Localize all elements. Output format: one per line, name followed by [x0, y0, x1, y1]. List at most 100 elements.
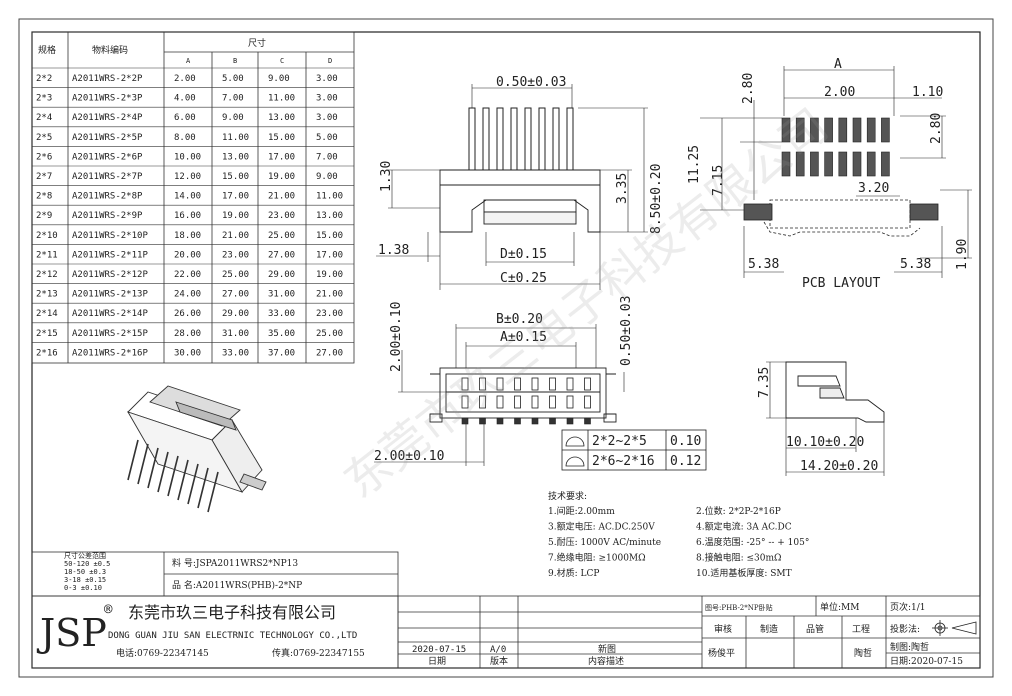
spec-cell: 2*16: [36, 348, 58, 358]
pcb-pad-row2: [852, 151, 862, 177]
spec-cell: 8.00: [174, 133, 196, 143]
spec-cell: 20.00: [174, 250, 201, 260]
pcb-dim-2-80b: 2.80: [929, 113, 944, 144]
pcb-pad-row2: [824, 151, 833, 177]
pcb-dim-1-90: 1.90: [955, 239, 970, 270]
pcb-pad-row2: [866, 151, 876, 177]
dim-c: C±0.25: [500, 271, 547, 286]
spec-cell: 2*3: [36, 94, 52, 104]
dim-3-35: 3.35: [615, 173, 630, 204]
pcb-layout-title: PCB LAYOUT: [802, 276, 880, 291]
top-view-pin: [566, 377, 574, 391]
side-dim-10-10: 10.10±0.20: [786, 435, 864, 450]
spec-cell: 33.00: [268, 309, 295, 319]
pcb-pad-row2: [881, 151, 890, 177]
tolerance-row-3: 3-18 ±0.15: [64, 576, 106, 584]
spec-cell: 14.00: [174, 192, 201, 202]
top-view-pin-foot: [461, 417, 469, 425]
top-view-pin-foot: [531, 417, 539, 425]
pcb-dim-1-10: 1.10: [912, 85, 943, 100]
spec-cell: A2011WRS-2*4P: [72, 113, 143, 123]
dim-8-50: 8.50±0.20: [649, 164, 664, 234]
spec-cell: 9.00: [222, 113, 244, 123]
spec-cell: A2011WRS-2*5P: [72, 133, 143, 143]
spec-cell: 35.00: [268, 329, 295, 339]
top-view-pin-foot: [549, 417, 556, 425]
top-view-pin-foot: [479, 417, 486, 425]
top-view-pin: [479, 377, 486, 391]
spec-cell: 2*13: [36, 290, 58, 300]
tech-item: 5.耐压: 1000V AC/minute: [548, 536, 661, 548]
spec-cell: A2011WRS-2*11P: [72, 250, 148, 260]
top-view-pin-foot: [514, 417, 521, 425]
revision-version-header: 版本: [490, 655, 508, 667]
tech-title: 技术要求:: [548, 490, 587, 502]
pcb-mount-pad-right: [909, 203, 939, 221]
front-view: [376, 84, 648, 290]
tech-item: 2.位数: 2*2P-2*16P: [696, 505, 781, 517]
tech-item: 3.额定电压: AC.DC.250V: [548, 521, 655, 533]
spec-cell: 30.00: [174, 348, 201, 358]
spec-cell: 11.00: [316, 192, 343, 202]
spec-cell: 7.00: [222, 94, 244, 104]
part-header: 物料编码: [92, 44, 128, 56]
projection-label: 投影法:: [890, 623, 920, 635]
top-view-pin: [549, 395, 556, 409]
spec-cell: 2.00: [174, 74, 196, 84]
top-view-pin: [531, 395, 539, 409]
pcb-pad-row2: [810, 151, 819, 177]
top-view-pin: [479, 395, 486, 409]
spec-cell: A2011WRS-2*15P: [72, 329, 148, 339]
spec-cell: A2011WRS-2*8P: [72, 192, 143, 202]
spec-cell: 37.00: [268, 348, 295, 358]
col-b-header: B: [233, 57, 237, 65]
spec-cell: 16.00: [174, 211, 201, 221]
top-view-pin: [461, 395, 469, 409]
tech-item: 8.接触电阻: ≤30mΩ: [696, 552, 781, 564]
top-view-pin-foot: [496, 417, 504, 425]
spec-cell: 22.00: [174, 270, 201, 280]
pcb-dim-a: A: [834, 57, 842, 72]
spec-cell: A2011WRS-2*10P: [72, 231, 148, 241]
pcb-dim-7-15: 7.15: [711, 165, 726, 196]
spec-cell: 29.00: [268, 270, 295, 280]
check-label: 审核: [714, 623, 732, 635]
company-fax: 传真:0769-22347155: [272, 647, 365, 659]
outer-frame: [18, 18, 994, 678]
spec-cell: 28.00: [174, 329, 201, 339]
spec-cell: 2*12: [36, 270, 58, 280]
flatness-value-2: 0.12: [670, 454, 701, 469]
spec-cell: 27.00: [316, 348, 343, 358]
connector-3d-view: [127, 385, 267, 513]
flatness-range-2: 2*6~2*16: [592, 454, 655, 469]
col-d-header: D: [328, 57, 332, 65]
spec-cell: 15.00: [268, 133, 295, 143]
checker-name: 杨俊平: [708, 647, 735, 659]
flatness-value-1: 0.10: [670, 434, 701, 449]
pcb-pads: [781, 117, 890, 177]
spec-cell: 19.00: [222, 211, 249, 221]
spec-cell: 24.00: [174, 290, 201, 300]
spec-cell: A2011WRS-2*14P: [72, 309, 148, 319]
top-view-pin: [514, 377, 521, 391]
revision-date-header: 日期: [428, 656, 446, 667]
spec-cell: 15.00: [222, 172, 249, 182]
pcb-pad-row1: [881, 117, 890, 143]
spec-cell: 10.00: [174, 152, 201, 162]
engineer-name: 陶哲: [854, 647, 872, 659]
tolerance-row-1: 50-120 ±0.5: [64, 560, 110, 568]
spec-cell: A2011WRS-2*7P: [72, 172, 143, 182]
spec-cell: 13.00: [268, 113, 295, 123]
spec-cell: 19.00: [268, 172, 295, 182]
top-view-pin-foot: [566, 417, 574, 425]
spec-cell: 11.00: [268, 94, 295, 104]
dim-2-00-h: 2.00±0.10: [374, 449, 444, 464]
dim-d: D±0.15: [500, 247, 547, 262]
top-view: [374, 324, 625, 466]
pcb-pad-row1: [838, 117, 848, 143]
product-name: 品 名:A2011WRS(PHB)-2*NP: [172, 579, 302, 591]
pcb-pad-row1: [824, 117, 833, 143]
pcb-dim-11-25: 11.25: [687, 145, 702, 184]
company-name-cn: 东莞市玖三电子科技有限公司: [128, 603, 336, 622]
